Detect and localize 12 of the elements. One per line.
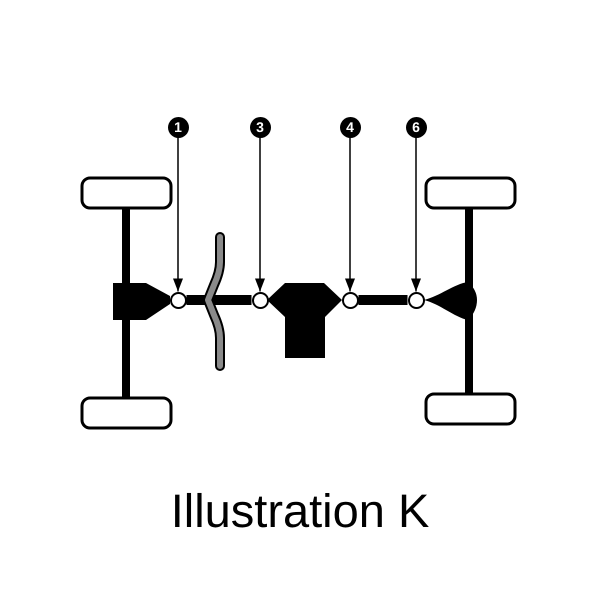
callout-number: 1 [168, 116, 188, 138]
callout-number: 4 [340, 116, 360, 138]
caption: Illustration K [170, 487, 430, 534]
leader-arrow [255, 138, 265, 292]
transfer-case [267, 283, 342, 358]
leader-arrow [173, 138, 183, 292]
callout-number: 6 [406, 116, 426, 138]
callout-number: 3 [250, 116, 270, 138]
leader-arrow [345, 138, 355, 292]
leader-arrow [411, 138, 421, 292]
drive-shaft [358, 295, 408, 305]
drive-shaft [186, 295, 252, 305]
